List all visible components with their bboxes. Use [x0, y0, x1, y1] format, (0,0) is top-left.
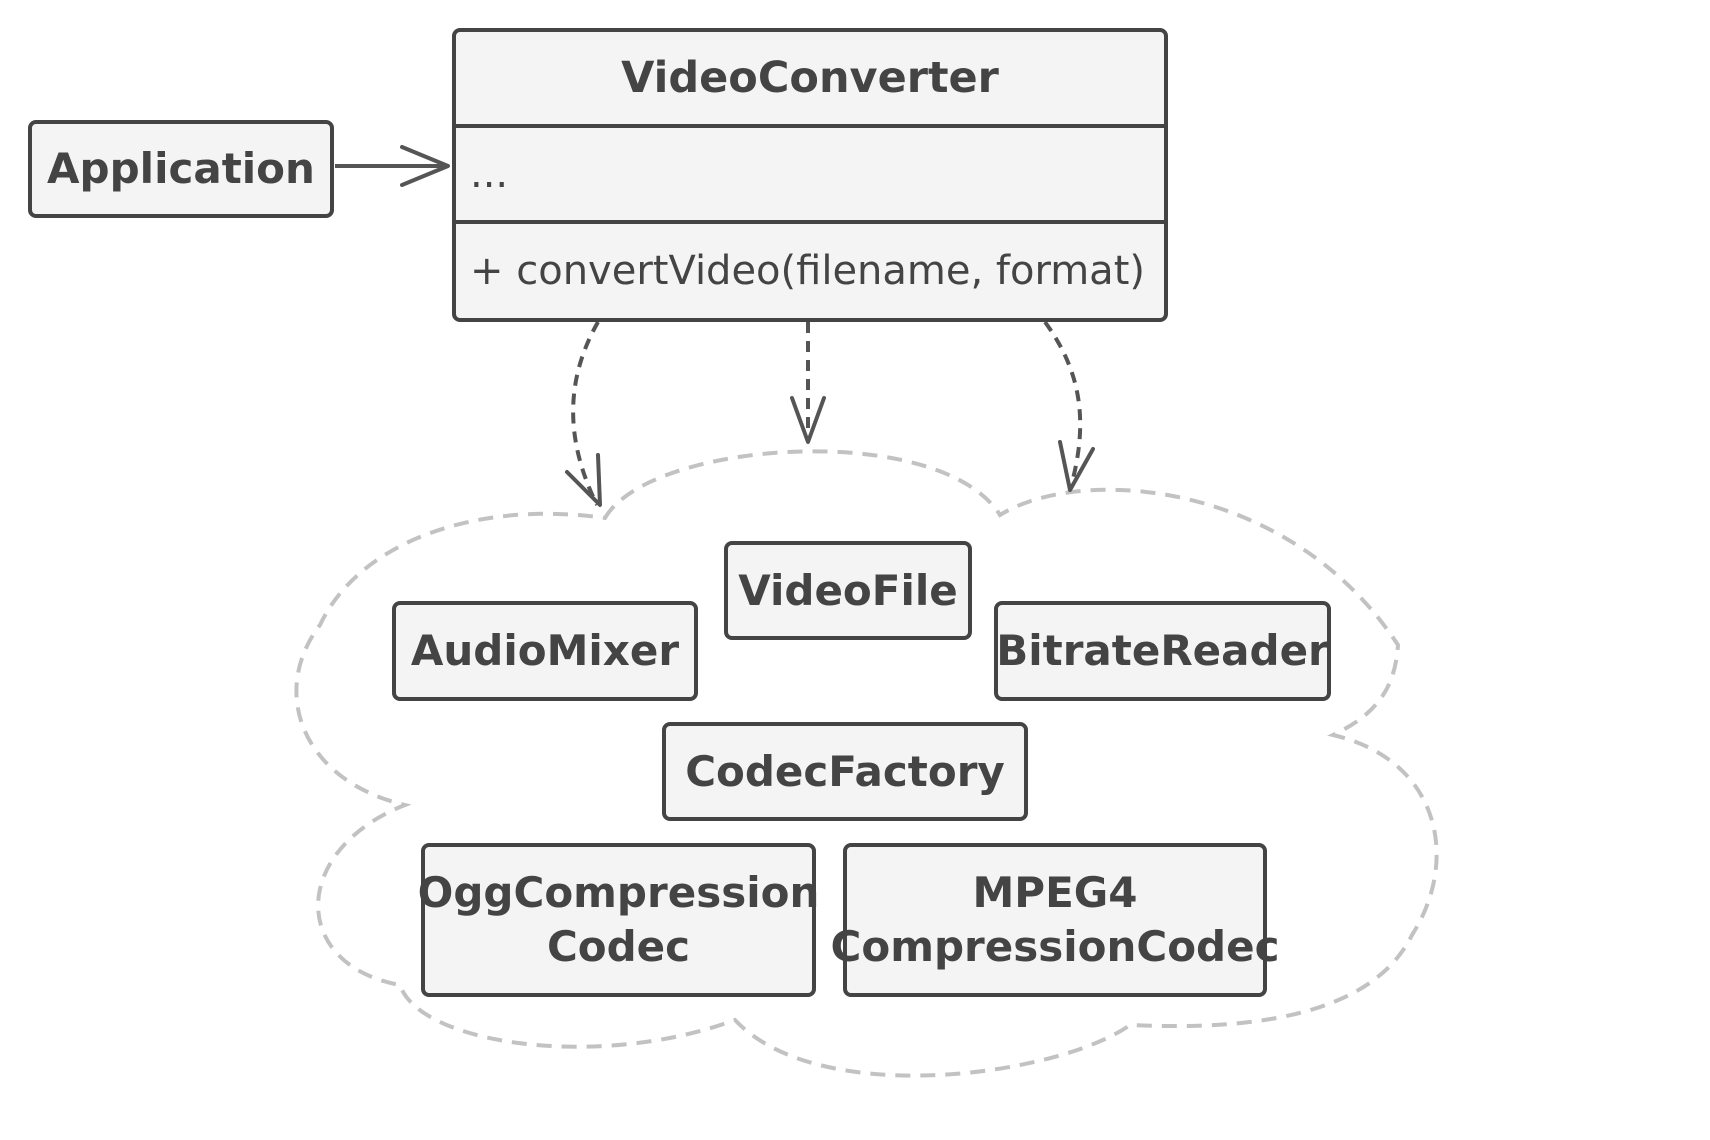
codecfactory-class-box[interactable]: CodecFactory: [662, 722, 1028, 821]
oggcompressioncodec-class-box[interactable]: OggCompression Codec: [418, 843, 819, 997]
videoconverter-methods-compartment: + convertVideo(filename, format): [456, 224, 1164, 318]
videoconverter-method: + convertVideo(filename, format): [470, 248, 1145, 294]
videoconverter-fields: ...: [470, 151, 509, 197]
oggcompressioncodec-label-line2: Codec: [546, 922, 691, 971]
audiomixer-class-box[interactable]: AudioMixer: [392, 601, 698, 701]
audiomixer-label: AudioMixer: [410, 626, 680, 676]
mpeg4compressioncodec-label-line1: MPEG4: [972, 868, 1138, 918]
videoconverter-class-name: VideoConverter: [621, 53, 999, 103]
dependency-arrow-left: [571, 321, 600, 506]
bitratereader-class-box[interactable]: BitrateReader: [994, 601, 1331, 701]
dependency-arrow-right: [1043, 320, 1083, 491]
subsystem-cloud: [294, 449, 1439, 1078]
application-label: Application: [47, 144, 315, 194]
videofile-label: VideoFile: [738, 565, 958, 615]
videoconverter-fields-compartment: ...: [456, 128, 1164, 224]
dependency-arrowhead-middle: [790, 396, 826, 444]
mpeg4compressioncodec-class-box[interactable]: MPEG4 CompressionCodec: [831, 843, 1280, 997]
mpeg4compressioncodec-label-line2: CompressionCodec: [830, 922, 1280, 971]
codecfactory-label: CodecFactory: [685, 746, 1005, 796]
dependency-arrowhead-right: [1058, 440, 1095, 492]
videofile-class-box[interactable]: VideoFile: [724, 541, 972, 640]
dependency-arrowhead-left: [565, 453, 602, 507]
oggcompressioncodec-label-line1: OggCompression: [417, 868, 820, 918]
application-class-box[interactable]: Application: [28, 120, 334, 218]
bitratereader-label: BitrateReader: [996, 626, 1329, 676]
videoconverter-class-box[interactable]: VideoConverter ... + convertVideo(filena…: [452, 28, 1168, 322]
association-arrowhead: [400, 145, 450, 187]
videoconverter-name-compartment: VideoConverter: [456, 32, 1164, 128]
